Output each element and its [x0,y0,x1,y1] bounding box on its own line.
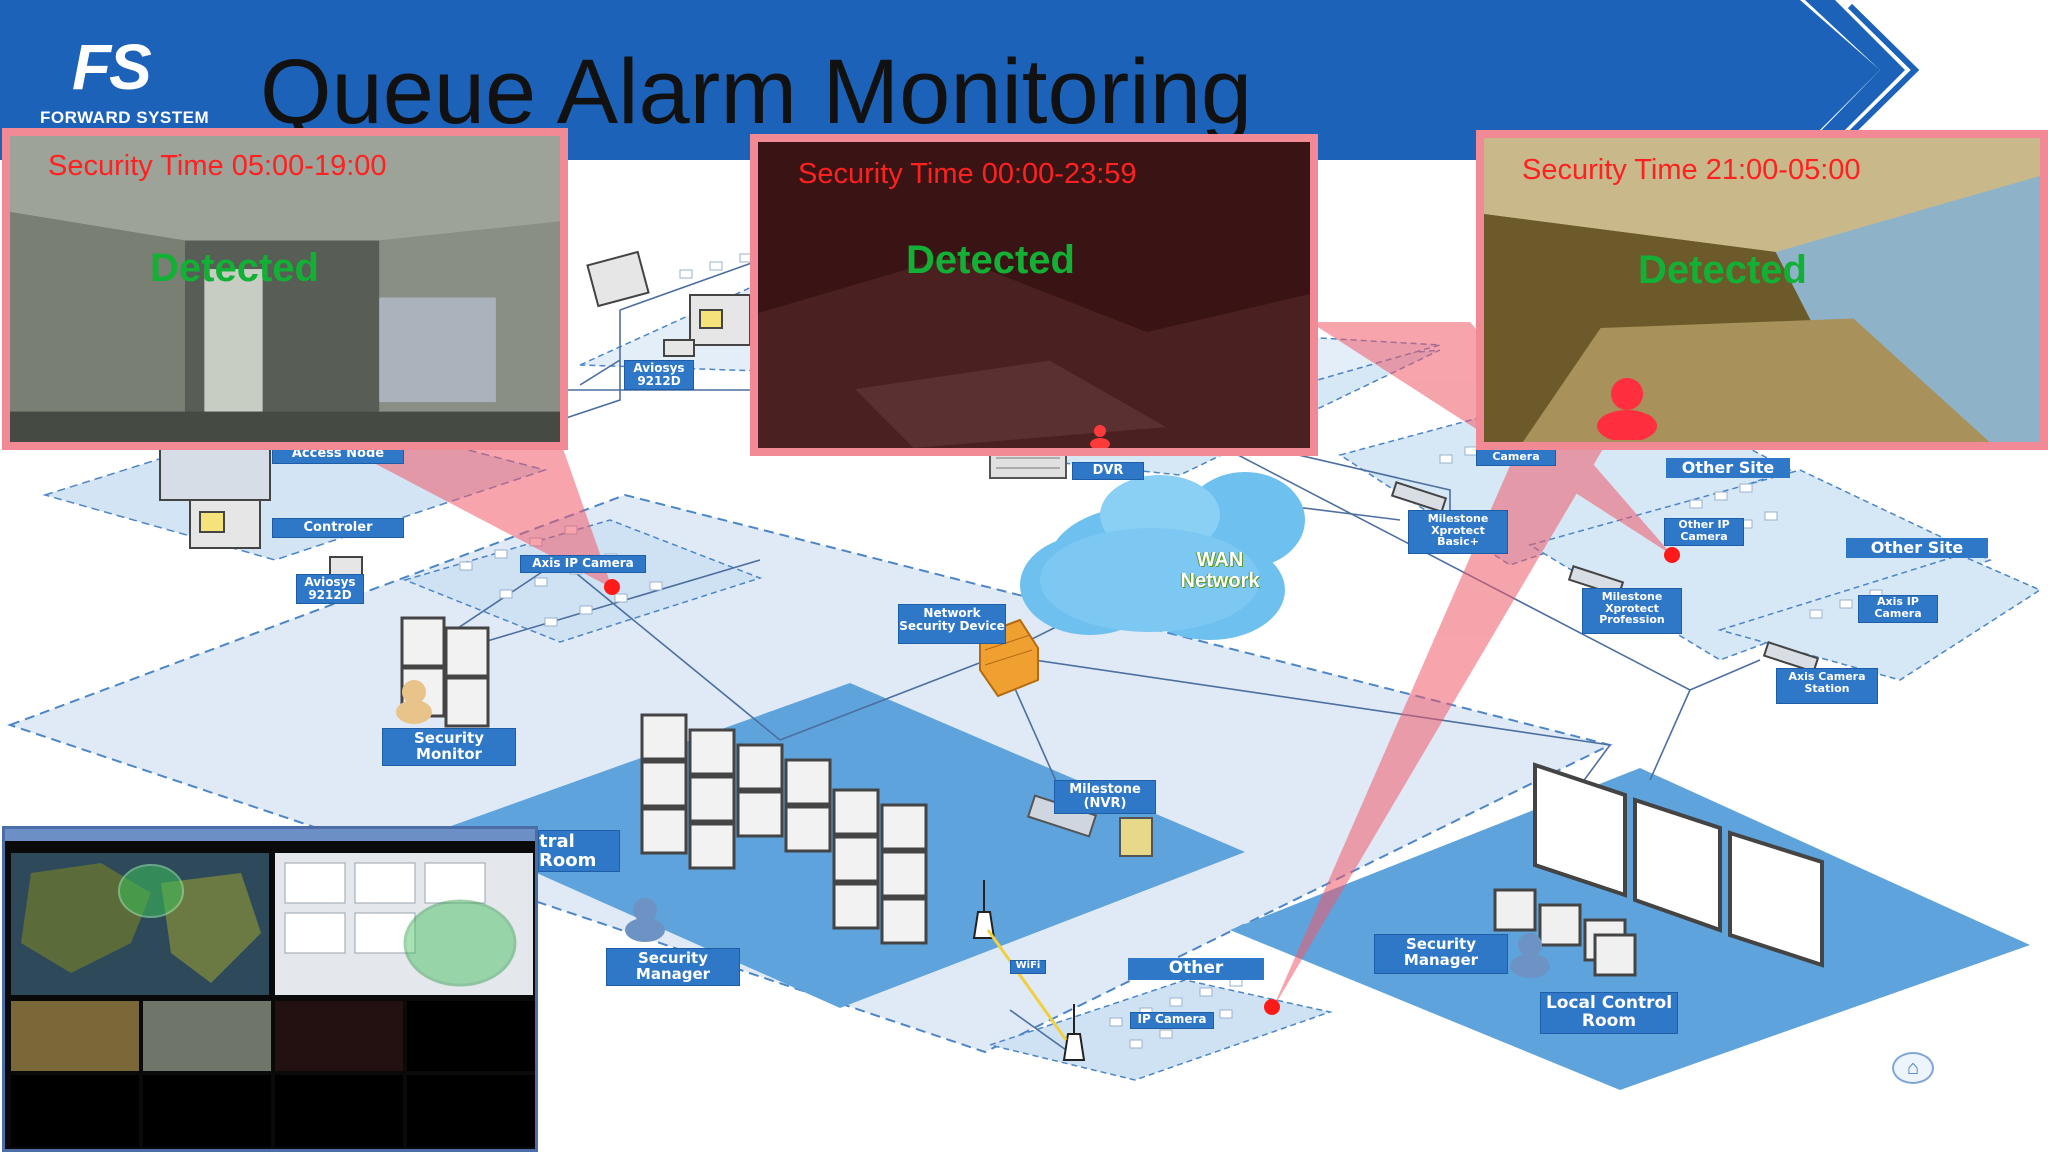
wan-cloud-icon [1020,472,1305,640]
label-local-control-room: Local Control Room [1540,992,1678,1034]
person-alert-icon [1090,425,1110,448]
vms-titlebar [5,829,535,841]
vms-camera-tile-5[interactable] [11,1075,139,1147]
vms-camera-tile-8[interactable] [407,1075,535,1147]
vms-camera-tile-3[interactable] [275,1001,403,1071]
person-alert-icon [1597,378,1657,440]
home-icon: ⌂ [1906,1056,1920,1079]
top-devices [586,250,751,357]
vms-camera-tile-2[interactable] [143,1001,271,1071]
logo-text: FORWARD SYSTEM [40,108,210,127]
label-axis-ip-camera: Axis IP Camera [520,555,646,573]
label-milestone-nvr: Milestone (NVR) [1054,780,1156,814]
vms-floorplan-view[interactable] [275,853,533,995]
vms-camera-tile-6[interactable] [143,1075,271,1147]
security-monitor-operator [396,680,432,724]
logo-mark: FS [72,31,152,103]
label-other-site-2: Other Site [1846,538,1988,558]
access-node-devices [159,439,363,576]
label-security-manager-central: Security Manager [606,948,740,986]
label-milestone-xprotect-profession: Milestone Xprotect Profession [1582,588,1682,634]
label-dvr: DVR [1072,462,1144,480]
nvr-server [1026,794,1153,857]
vms-camera-tile-1[interactable] [11,1001,139,1071]
camera-feed-dark [758,142,1310,448]
label-aviosys-top: Aviosys 9212D [624,360,694,390]
camera-feed-hallway [10,136,560,442]
camera-panel-3[interactable]: Security Time 21:00-05:00 Detected [1476,130,2048,450]
label-axis-camera-station: Axis Camera Station [1776,668,1878,704]
label-security-manager-local: Security Manager [1374,934,1508,974]
page-title: Queue Alarm Monitoring [260,41,1253,143]
camera-2-security-time: Security Time 00:00-23:59 [798,158,1137,190]
security-monitor-wall [400,616,490,728]
security-manager-desk-right [1493,888,1637,977]
label-wan-network: WAN Network [1180,549,1260,592]
camera-1-security-time: Security Time 05:00-19:00 [48,150,387,182]
label-other: Other [1128,958,1264,980]
label-central-room: tral Room [538,830,620,872]
alert-dots [604,547,1680,1015]
label-aviosys-left: Aviosys 9212D [296,574,364,604]
camera-feed-lobby [1484,138,2040,442]
vms-camera-tile-7[interactable] [275,1075,403,1147]
label-network-security-device: Network Security Device [898,604,1006,644]
label-security-monitor: Security Monitor [382,728,516,766]
camera-1-status: Detected [150,246,319,290]
label-other-site-1: Other Site [1666,458,1790,478]
camera-3-security-time: Security Time 21:00-05:00 [1522,154,1861,186]
label-axis-ip-camera-right: Axis IP Camera [1858,595,1938,623]
camera-2-status: Detected [906,238,1075,282]
vms-map-view[interactable] [11,853,269,995]
label-milestone-xprotect-basic: Milestone Xprotect Basic+ [1408,510,1508,554]
label-ip-camera: IP Camera [1130,1012,1214,1029]
central-security-manager-operator [625,898,665,942]
label-controller: Controler [272,518,404,538]
camera-panel-1[interactable]: Security Time 05:00-19:00 Detected [2,128,568,450]
local-control-room-screens [1533,762,1824,968]
vms-window[interactable] [2,826,538,1152]
local-control-room-zone [1230,768,2030,1090]
camera-3-status: Detected [1638,248,1807,292]
company-logo: FS FORWARD SYSTEM [40,30,220,130]
vms-camera-tile-4[interactable] [407,1001,535,1071]
header-bar [0,0,1920,160]
home-button[interactable]: ⌂ [1892,1052,1934,1084]
central-video-wall [640,713,928,945]
label-wifi: WiFi [1010,960,1046,974]
local-security-manager-operator [1510,933,1550,978]
camera-panel-2[interactable]: Security Time 00:00-23:59 Detected [750,134,1318,456]
label-other-ip-camera-mid: Other IP Camera [1664,518,1744,546]
